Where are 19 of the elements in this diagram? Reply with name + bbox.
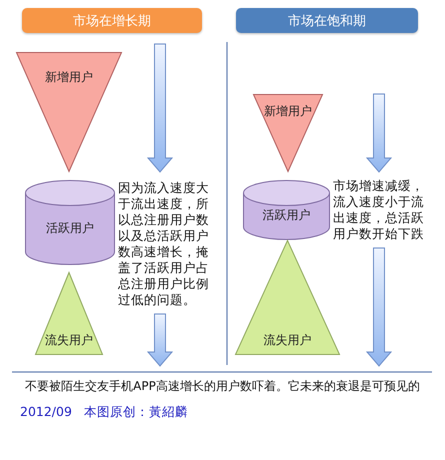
node-label: 活跃用户 [262,207,312,224]
node-label: 新增用户 [44,69,94,86]
node-label: 新增用户 [263,103,313,120]
cylinder [25,180,115,265]
node-label: 流失用户 [44,332,94,349]
note-text: 因为流入速度大于流出速度，所以总注册用户数以及总活跃用户数高速增长，掩盖了活跃用户占总注册用户比例过低的问题。 [118,180,210,308]
cylinder [243,180,330,240]
node-label: 活跃用户 [45,220,95,237]
triangle [35,272,103,355]
triangle [235,240,340,355]
credit-text: 本图原创：黃紹麟 [84,404,188,420]
inverted-triangle [16,52,122,172]
caption: 不要被陌生交友手机APP高速增长的用户数吓着。它未来的衰退是可预见的 [24,378,421,395]
note-text: 市场增速减缓，流入速度小于流出速度，总活跃用户数开始下跌 [333,178,425,242]
phase-header: 市场在饱和期 [236,8,418,33]
date-text: 2012/09 [20,404,72,420]
phase-header: 市场在增长期 [22,8,202,33]
inverted-triangle [253,94,323,172]
node-label: 流失用户 [262,332,312,349]
